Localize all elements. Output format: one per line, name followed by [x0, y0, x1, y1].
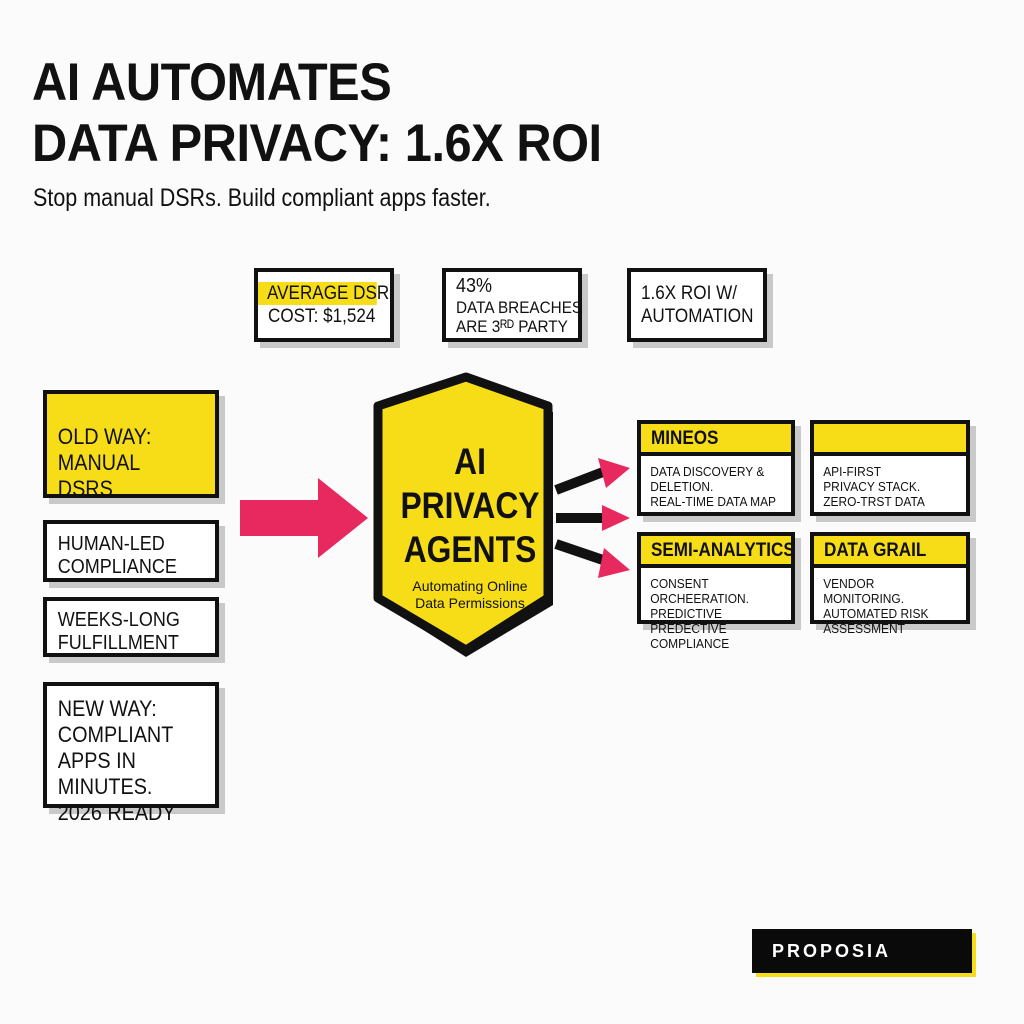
- stat-label: DATA BREACHES: [456, 297, 583, 317]
- new-way-text: NEW WAY: COMPLIANT APPS IN MINUTES. 2026…: [57, 696, 176, 825]
- stat-label: AUTOMATION: [641, 306, 754, 327]
- stat-label: ARE 3ᴿᴰ PARTY: [456, 316, 568, 336]
- hub-subtitle: Automating Online Data Permissions: [412, 578, 528, 611]
- vendor-name: DATA GRAIL: [814, 536, 966, 568]
- title-line-1: AI AUTOMATES: [32, 53, 392, 112]
- vendor-card-semi-analytics: SEMI-ANALYTICS CONSENT ORCHEERATION. PRE…: [637, 532, 795, 651]
- output-arrows: [554, 458, 630, 578]
- old-way-text: OLD WAY: MANUAL DSRS: [57, 424, 152, 501]
- vendor-name: [814, 424, 966, 456]
- stat-box-breaches: 43% DATA BREACHES ARE 3ᴿᴰ PARTY: [442, 268, 582, 342]
- human-led-box: HUMAN-LED COMPLIANCE: [43, 520, 219, 582]
- vendor-name: MINEOS: [641, 424, 791, 456]
- weeks-long-box: WEEKS-LONG FULFILLMENT: [43, 597, 219, 657]
- page-title: AI AUTOMATES DATA PRIVACY: 1.6X ROI: [32, 52, 602, 174]
- stat-value: 43%: [456, 274, 493, 297]
- title-line-2: DATA PRIVACY: 1.6X ROI: [32, 114, 602, 173]
- stat-value: COST: $1,524: [268, 306, 376, 327]
- stat-box-roi: 1.6X ROI W/ AUTOMATION: [627, 268, 767, 342]
- hub-content: AI PRIVACY AGENTS Automating Online Data…: [378, 440, 562, 612]
- vendor-card-api-first: API-FIRST PRIVACY STACK. ZERO-TRST DATA: [810, 420, 970, 516]
- vendor-description: VENDOR MONITORING. AUTOMATED RISK ASSESS…: [823, 576, 929, 636]
- input-arrow: [240, 478, 368, 558]
- hub-title: AI PRIVACY AGENTS: [400, 441, 540, 570]
- stat-box-dsr-cost: AVERAGE DSR COST: $1,524: [254, 268, 394, 342]
- vendor-name: SEMI-ANALYTICS: [641, 536, 795, 568]
- brand-logo: PROPOSIA: [752, 929, 972, 973]
- page-subtitle: Stop manual DSRs. Build compliant apps f…: [33, 184, 491, 212]
- vendor-card-data-grail: DATA GRAIL VENDOR MONITORING. AUTOMATED …: [810, 532, 970, 636]
- new-way-box: NEW WAY: COMPLIANT APPS IN MINUTES. 2026…: [43, 682, 219, 825]
- weeks-long-text: WEEKS-LONG FULFILLMENT: [57, 609, 180, 654]
- stat-label: AVERAGE DSR: [258, 282, 389, 305]
- hub-shield: [373, 372, 553, 655]
- human-led-text: HUMAN-LED COMPLIANCE: [57, 533, 177, 578]
- vendor-description: CONSENT ORCHEERATION. PREDICTIVE PREDECT…: [650, 576, 749, 651]
- vendor-description: DATA DISCOVERY & DELETION. REAL-TIME DAT…: [650, 464, 777, 509]
- vendor-card-mineos: MINEOS DATA DISCOVERY & DELETION. REAL-T…: [637, 420, 795, 516]
- stat-value: 1.6X ROI W/: [641, 283, 737, 304]
- old-way-box: OLD WAY: MANUAL DSRS: [43, 390, 219, 501]
- vendor-description: API-FIRST PRIVACY STACK. ZERO-TRST DATA: [823, 464, 925, 509]
